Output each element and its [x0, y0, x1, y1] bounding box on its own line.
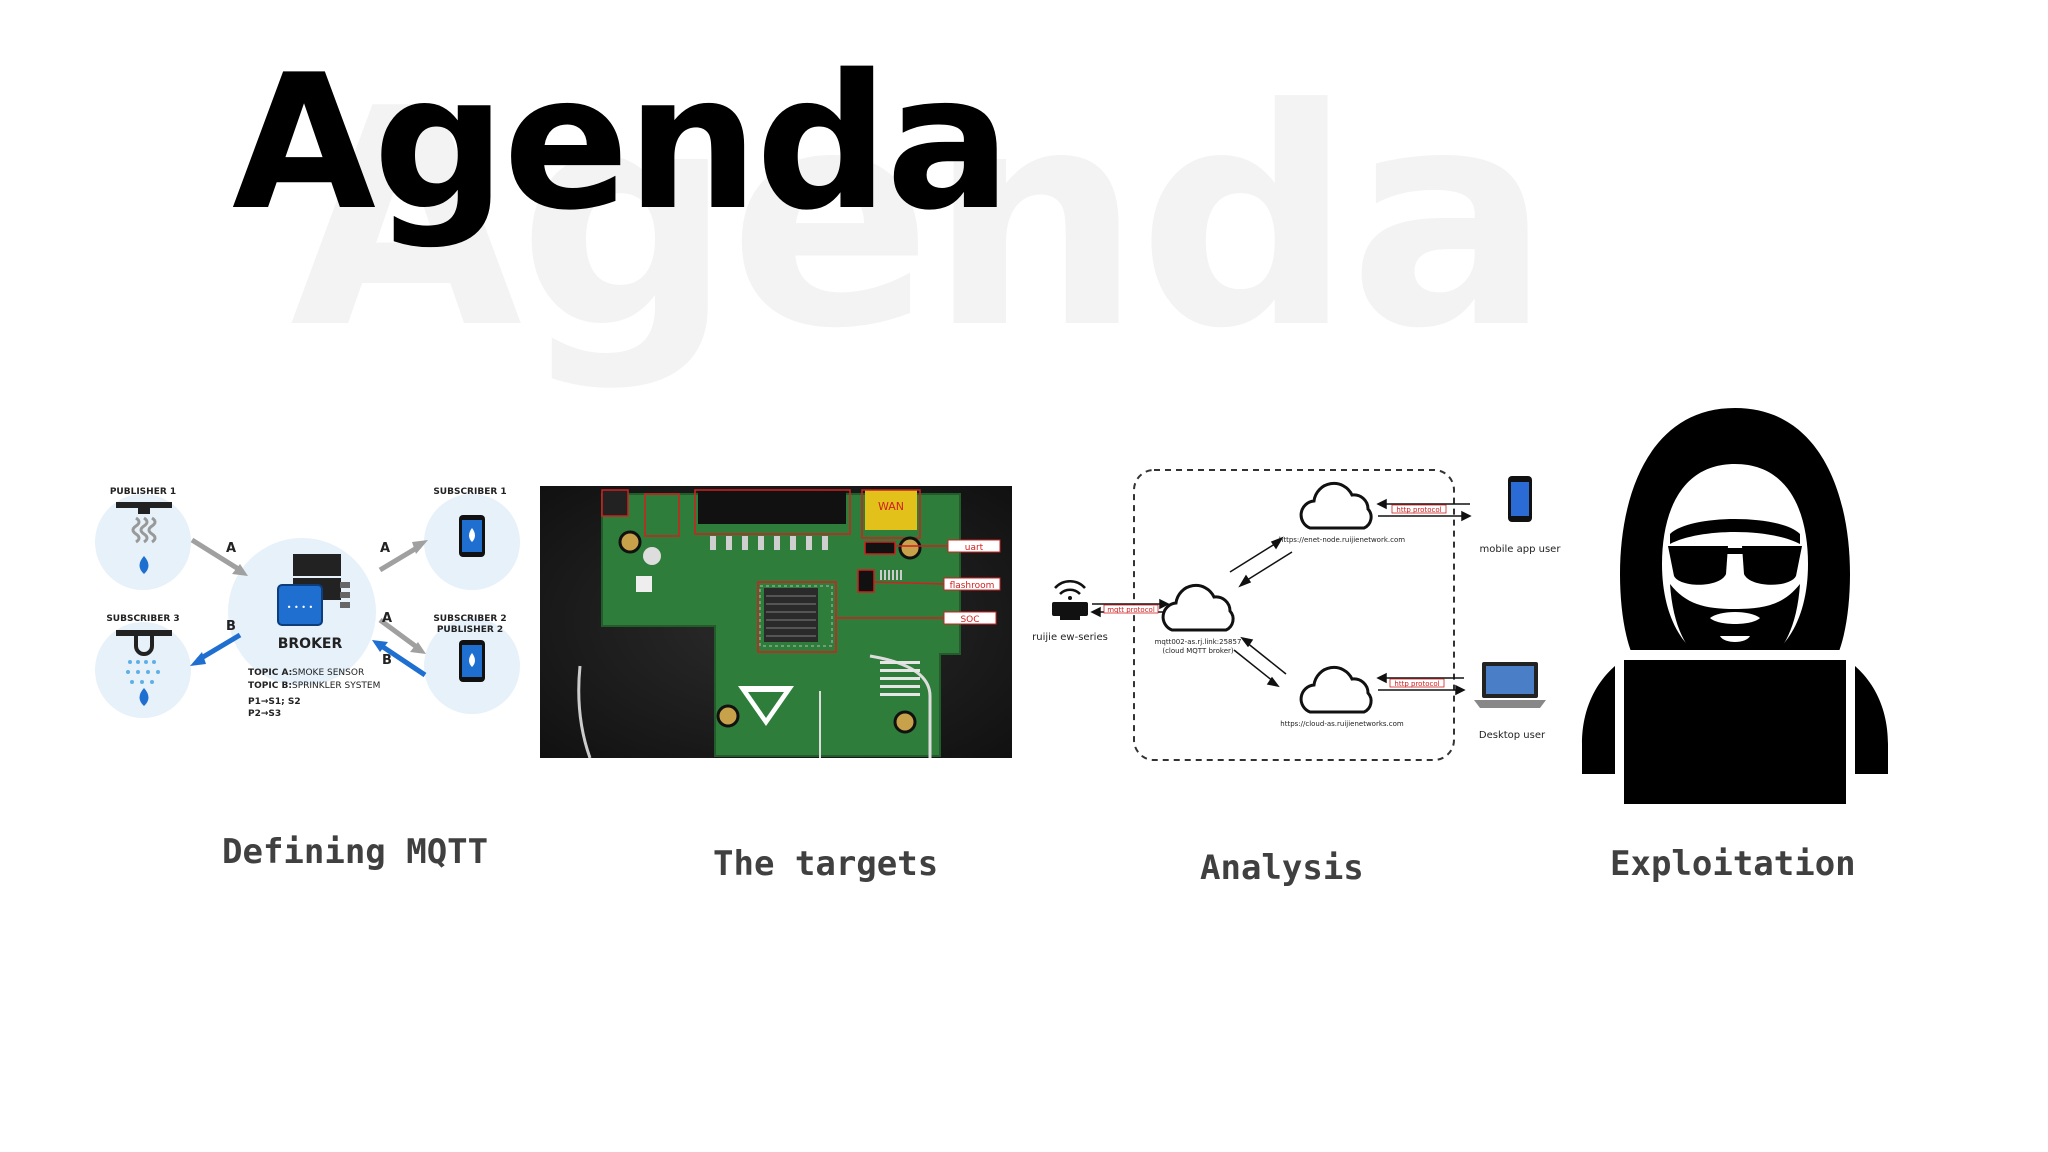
top-cloud-icon	[1299, 481, 1373, 530]
arrow-a-label-3: A	[382, 611, 392, 626]
broker-host-label: mqtt002-as.rj.link:25857	[1155, 638, 1242, 646]
mobile-phone-icon	[1508, 476, 1532, 522]
subscriber2-label: SUBSCRIBER 2	[433, 614, 506, 624]
caption-analysis: Analysis	[1200, 848, 1364, 888]
subscriber3-node-bg	[95, 622, 191, 718]
caption-the-targets: The targets	[713, 844, 939, 884]
broker-desc-label: (cloud MQTT broker)	[1162, 647, 1234, 655]
http-protocol-top-label: http protocol	[1396, 506, 1441, 514]
slide-title: Agenda	[232, 34, 1011, 251]
subscriber1-label: SUBSCRIBER 1	[433, 487, 506, 497]
subscriber2-phone-icon	[459, 640, 485, 682]
caption-exploitation: Exploitation	[1610, 844, 1856, 884]
title-watermark: Agenda	[290, 45, 1551, 394]
flashroom-label: flashroom	[950, 581, 995, 591]
cloud-boundary	[1133, 469, 1455, 761]
topic-b-value: SPRINKLER SYSTEM	[292, 681, 380, 691]
p2-mapping: P2→S3	[248, 709, 281, 719]
desktop-user-label: Desktop user	[1479, 730, 1546, 741]
cloud-link-arrows	[1229, 536, 1293, 688]
caption-defining-mqtt: Defining MQTT	[222, 832, 489, 872]
wan-label: WAN	[878, 500, 904, 513]
laptop-icon	[1474, 662, 1546, 708]
svg-text:• • • •: • • • •	[287, 603, 314, 612]
mqtt-diagram: PUBLISHER 1 SUBSCRIBER 1 SUBSCRIBER 3 SU…	[95, 487, 520, 719]
http-protocol-bottom-label: http protocol	[1394, 680, 1439, 688]
topic-b-key: TOPIC B:	[248, 681, 292, 691]
bottom-cloud-url: https://cloud-as.ruijienetworks.com	[1280, 720, 1404, 728]
bottom-cloud-icon	[1299, 665, 1373, 714]
router-icon	[1052, 579, 1088, 620]
publisher2-label: PUBLISHER 2	[437, 625, 503, 635]
arrow-a-label-2: A	[380, 541, 390, 556]
topic-a-value: SMOKE SENSOR	[292, 668, 364, 678]
publisher1-label: PUBLISHER 1	[110, 487, 176, 497]
analysis-diagram: ruijie ew-series mqtt protocol mqtt002-a…	[1032, 469, 1562, 761]
mqtt-arrows	[190, 537, 428, 678]
arrow-a-label-1: A	[226, 541, 236, 556]
board-photo: WAN uart flas	[540, 486, 1012, 758]
hacker-icon	[1582, 408, 1888, 804]
sprinkler-icon	[116, 630, 172, 706]
mobile-user-label: mobile app user	[1480, 544, 1562, 555]
router-label: ruijie ew-series	[1032, 632, 1108, 643]
http-bottom-arrows	[1376, 672, 1466, 696]
subscriber1-phone-icon	[459, 515, 485, 557]
arrow-b-label-1: B	[226, 619, 236, 634]
arrow-b-label-2: B	[382, 653, 392, 668]
broker-cloud-icon	[1161, 583, 1235, 632]
topic-a-key: TOPIC A:	[248, 668, 292, 678]
broker-label: BROKER	[278, 636, 343, 652]
p1-mapping: P1→S1; S2	[248, 697, 301, 707]
top-cloud-url: https://enet-node.ruijienetwork.com	[1279, 536, 1405, 544]
subscriber3-label: SUBSCRIBER 3	[106, 614, 179, 624]
publisher-node-bg	[95, 494, 191, 590]
smoke-sensor-icon	[116, 502, 172, 574]
soc-label: SOC	[960, 615, 979, 625]
http-top-arrows	[1376, 498, 1472, 522]
mqtt-protocol-label: mqtt protocol	[1107, 606, 1155, 614]
broker-device-icon: • • • •	[277, 554, 350, 626]
uart-label: uart	[965, 543, 984, 553]
